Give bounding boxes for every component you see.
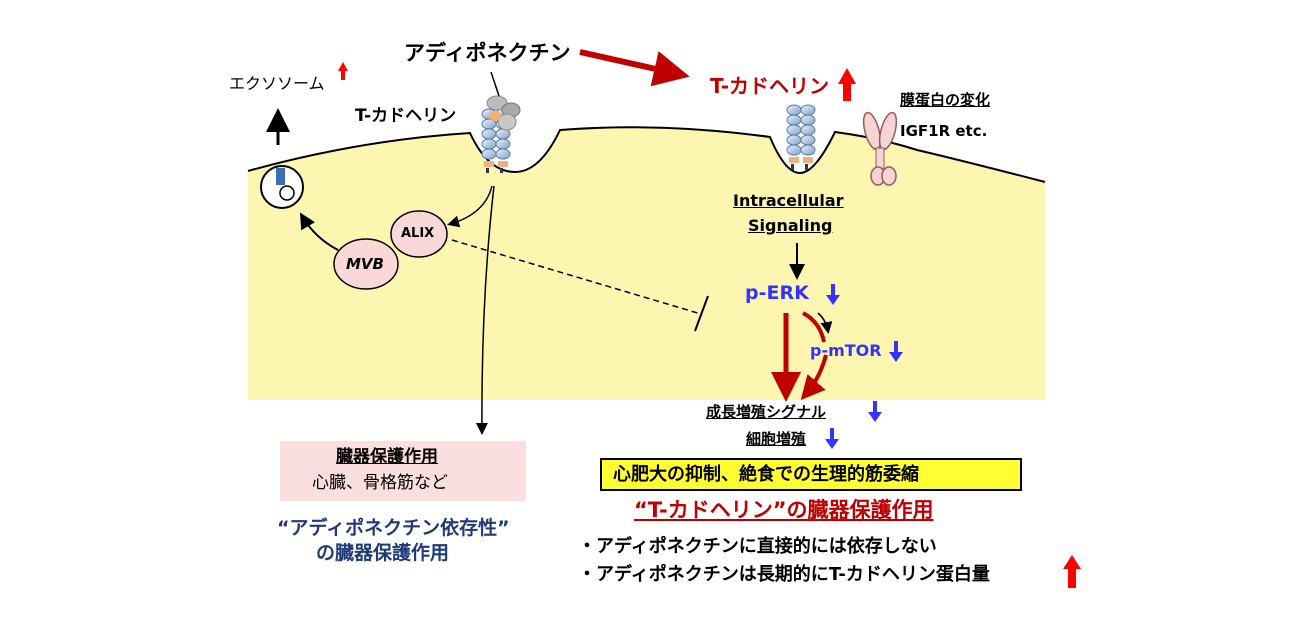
igf1r-label: IGF1R etc. <box>900 122 988 140</box>
signaling-label: Signaling <box>748 216 833 235</box>
mvb-to-exosome-arrow <box>299 212 339 251</box>
perk-down-arrow-icon <box>826 284 840 305</box>
alix-inhibition-line <box>451 239 702 315</box>
left-caption-line2: の臓器保護作用 <box>316 542 450 564</box>
left-caption-line1: “アディポネクチン依存性” <box>277 517 510 539</box>
pmtor-label: p-mTOR <box>810 341 882 360</box>
adiponectin-molecule-icon <box>486 95 521 131</box>
exosome-label: エクソソーム <box>229 74 325 93</box>
adiponectin-pointer <box>490 71 500 97</box>
perk-label: p-ERK <box>745 282 809 304</box>
perk-mtor-loop <box>802 311 826 343</box>
growth-down-arrow-icon <box>868 401 882 422</box>
bullet-up-arrow-icon <box>1063 555 1081 588</box>
cell-membrane <box>247 126 1046 183</box>
cell-body <box>248 127 1045 400</box>
pmtor-down-arrow-icon <box>889 341 903 362</box>
exosome-vesicle <box>260 165 304 209</box>
receptor-to-alix-arrow <box>447 185 493 228</box>
growth-signal-label: 成長増殖シグナル <box>706 403 827 421</box>
mvb-label: MVB <box>346 255 384 273</box>
organ-box-subtitle: 心臓、骨格筋など <box>312 473 448 493</box>
prolif-down-arrow-icon <box>825 428 839 449</box>
t-cadherin-left-label: T-カドヘリン <box>355 106 457 126</box>
alix-label: ALIX <box>401 226 435 241</box>
summary-text: 心肥大の抑制、絶食での生理的筋委縮 <box>613 464 919 485</box>
t-cadherin-right-label: T-カドヘリン <box>710 74 830 98</box>
pmtor-to-growth-arrow <box>800 354 828 401</box>
receptor-to-organ-arrow <box>475 185 495 435</box>
bullet-1: ・アディポネクチンに直接的には依存しない <box>578 536 937 557</box>
cell-proliferation-label: 細胞増殖 <box>746 430 807 448</box>
igf1r-receptor-icon <box>862 111 898 186</box>
exosome-up-arrow-icon <box>338 62 348 80</box>
tcadherin-up-arrow-icon <box>838 68 856 101</box>
alix-node <box>390 210 448 258</box>
t-cadherin-receptor-right-icon <box>786 104 816 170</box>
perk-to-pmtor-arrow <box>817 312 833 334</box>
adiponectin-label: アディポネクチン <box>404 41 571 65</box>
right-heading: “T-カドヘリン”の臓器保護作用 <box>634 498 934 522</box>
adiponectin-to-tcadherin-arrow <box>579 49 690 87</box>
intracellular-label: Intracellular <box>733 191 844 210</box>
inhibition-bar <box>694 295 709 332</box>
organ-protection-box: 臓器保護作用 心臓、骨格筋など <box>280 441 526 501</box>
bullet-2: ・アディポネクチンは長期的にT-カドヘリン蛋白量 <box>578 564 990 585</box>
summary-box: 心肥大の抑制、絶食での生理的筋委縮 <box>600 458 1022 491</box>
mvb-node <box>333 238 399 290</box>
organ-box-title: 臓器保護作用 <box>336 447 438 467</box>
membrane-change-label: 膜蛋白の変化 <box>900 91 991 109</box>
